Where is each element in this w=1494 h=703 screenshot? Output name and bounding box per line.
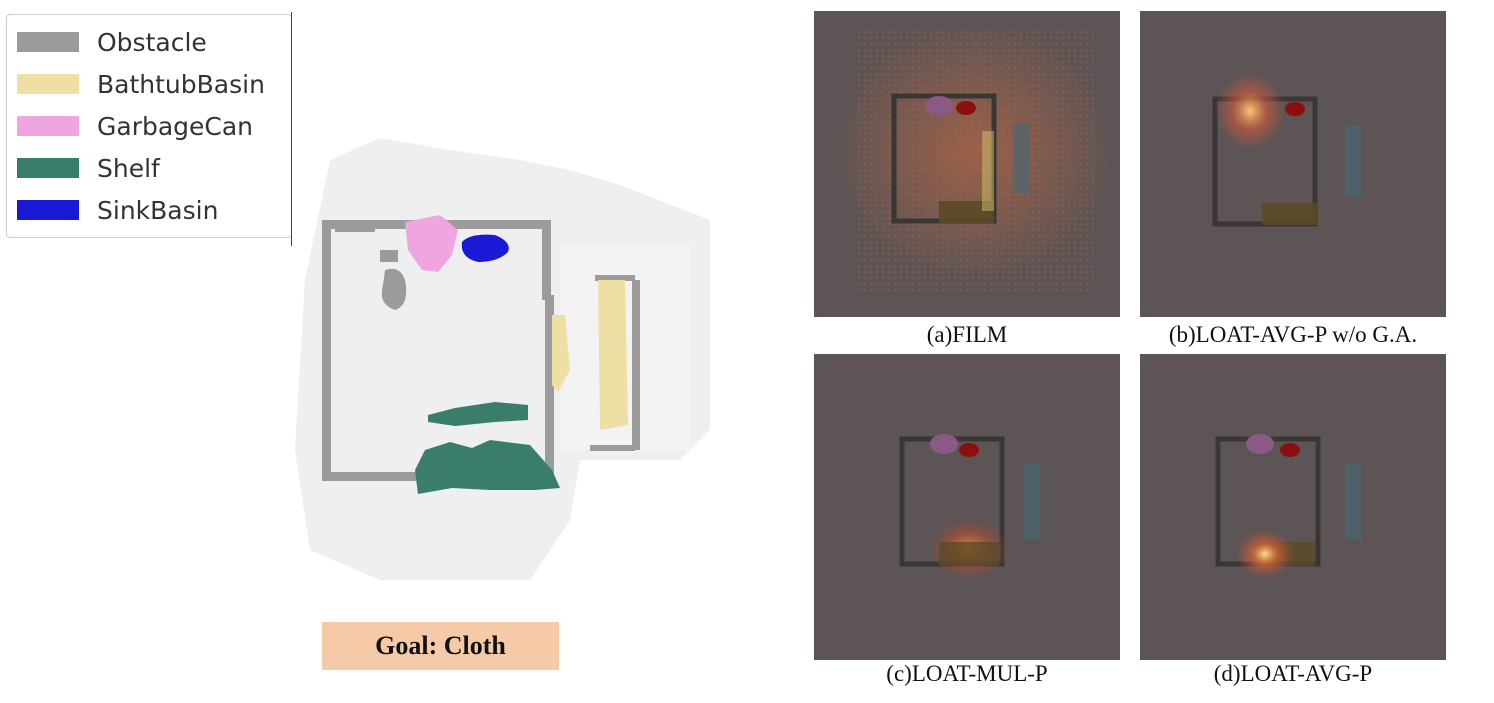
legend: Obstacle BathtubBasin GarbageCan Shelf S… xyxy=(6,14,292,238)
heatmap-loat-avg-p-svg xyxy=(1215,434,1361,579)
garbagecan-swatch xyxy=(17,116,79,136)
sinkbasin-mark xyxy=(959,443,979,457)
sinkbasin-region xyxy=(461,234,509,262)
bathtub-wall-bottom xyxy=(590,445,635,451)
semantic-map xyxy=(295,138,710,580)
garbagecan-region xyxy=(405,215,458,272)
shelf-region-bottom xyxy=(415,440,560,494)
bathtubbasin-region-left xyxy=(552,315,570,392)
shelf-swatch xyxy=(17,158,79,178)
obstacle-swatch xyxy=(17,32,79,52)
obstacle-blob xyxy=(381,268,407,310)
legend-label: BathtubBasin xyxy=(97,69,265,99)
heatmap-panel-loat-avg-p-wo-ga xyxy=(1140,11,1446,317)
heat-hotspot xyxy=(1235,529,1295,579)
bathtub-mark xyxy=(1345,126,1361,196)
sinkbasin-mark xyxy=(956,101,976,115)
legend-item-garbagecan: GarbageCan xyxy=(17,111,253,141)
bathtubbasin-region xyxy=(598,280,628,430)
panel-caption-b: (b)LOAT-AVG-P w/o G.A. xyxy=(1168,322,1418,347)
shelf-mark xyxy=(939,542,999,566)
shelf-mark xyxy=(1262,203,1317,225)
legend-item-bathtubbasin: BathtubBasin xyxy=(17,69,265,99)
heatmap-film-svg xyxy=(834,21,1114,291)
legend-label: Shelf xyxy=(97,153,160,183)
bathtub-mark xyxy=(1345,464,1361,539)
shelf-mark xyxy=(939,201,994,223)
garbagecan-mark xyxy=(930,434,958,454)
legend-item-shelf: Shelf xyxy=(17,153,160,183)
heatmap-loat-mul-p-svg xyxy=(899,434,1040,579)
legend-item-obstacle: Obstacle xyxy=(17,27,207,57)
legend-label: SinkBasin xyxy=(97,195,219,225)
panel-caption-c: (c)LOAT-MUL-P xyxy=(886,661,1048,686)
panel-caption-a: (a)FILM xyxy=(926,322,1008,347)
heat-dots xyxy=(854,31,1094,291)
sinkbasin-mark xyxy=(1280,443,1300,457)
sinkbasin-swatch xyxy=(17,200,79,220)
obstacle-small xyxy=(380,250,398,262)
garbagecan-mark xyxy=(1246,434,1274,454)
heat-hotspot xyxy=(982,131,994,211)
legend-border-line xyxy=(291,12,292,246)
heatmap-loat-avg-p-wo-ga-svg xyxy=(1212,73,1361,227)
bathtub-mark xyxy=(1014,123,1030,193)
garbagecan-mark xyxy=(925,96,953,116)
shelf-region-top xyxy=(428,402,528,426)
obstacle-wall-left xyxy=(322,220,331,480)
legend-item-sinkbasin: SinkBasin xyxy=(17,195,218,225)
sinkbasin-mark xyxy=(1285,102,1305,116)
bathtub-mark xyxy=(1024,464,1040,539)
bathtub-wall-outer xyxy=(632,280,640,450)
legend-label: GarbageCan xyxy=(97,111,254,141)
heatmap-panel-loat-mul-p xyxy=(814,354,1120,660)
obstacle-wall-right xyxy=(542,220,551,300)
heatmap-panel-film xyxy=(814,11,1120,317)
heat-hotspot xyxy=(1215,73,1285,149)
obstacle-wall-right-lower xyxy=(545,295,554,475)
bathtubbasin-swatch xyxy=(17,74,79,94)
goal-label: Goal: Cloth xyxy=(322,622,559,670)
legend-label: Obstacle xyxy=(97,27,207,57)
bathtub-wall-top xyxy=(595,275,635,281)
heatmap-panel-loat-avg-p xyxy=(1140,354,1446,660)
panel-caption-d: (d)LOAT-AVG-P xyxy=(1213,661,1373,686)
obstacle-wall-top-left xyxy=(335,227,375,232)
